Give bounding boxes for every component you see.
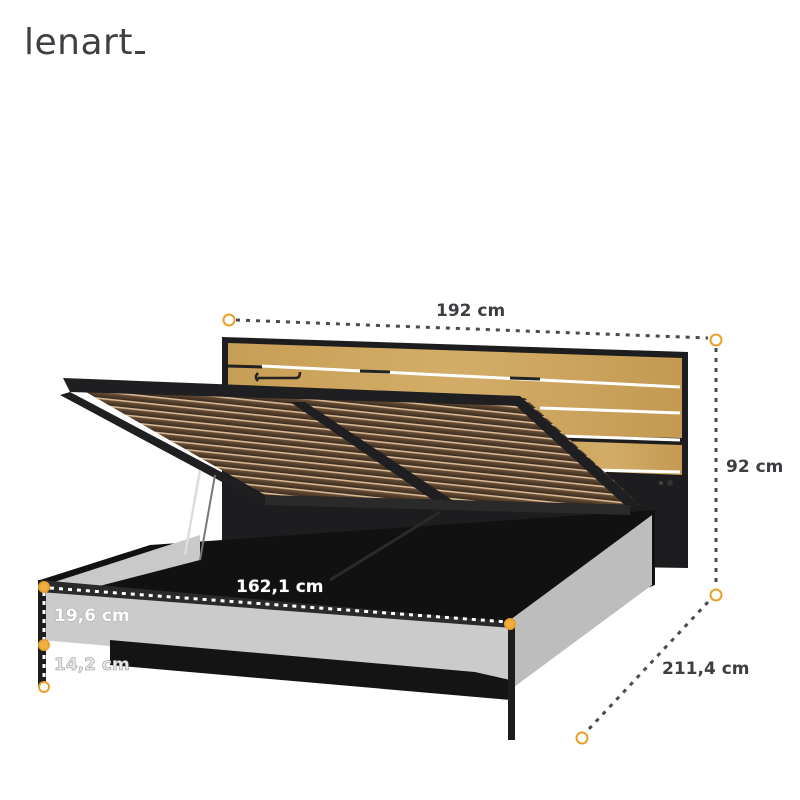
dimension-lines — [42, 318, 718, 732]
brand-name: lenart — [24, 22, 133, 63]
brand-logo: lenart — [24, 22, 145, 63]
dimension-markers — [38, 313, 723, 745]
storage-base — [38, 510, 655, 740]
mattress-width-label: 162,1 cm — [236, 577, 324, 597]
lifted-slat-frame — [60, 378, 640, 561]
clearance-label: 14,2 cm — [54, 655, 130, 676]
height-dimension-label: 92 cm — [726, 457, 784, 477]
length-dimension-label: 211,4 cm — [662, 659, 750, 679]
frame-height-label: 19,6 cm — [54, 606, 130, 626]
width-dimension-label: 192 cm — [436, 301, 506, 321]
brand-underscore — [134, 51, 145, 54]
